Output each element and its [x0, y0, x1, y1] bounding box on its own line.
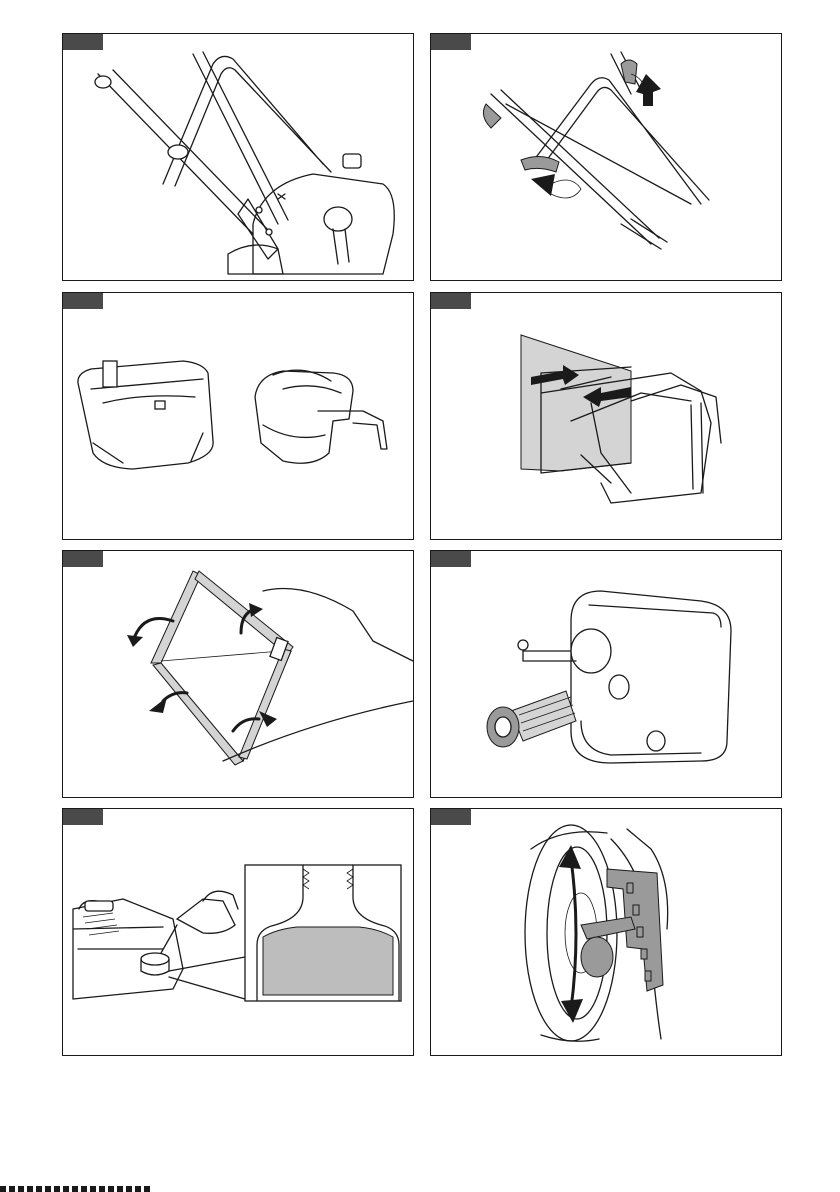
frame-folding-icon: [63, 551, 414, 798]
panel-cable-lever: [430, 33, 782, 281]
panel-handle-assembly: [62, 33, 414, 281]
panel-air-filter-removal: [430, 550, 782, 798]
page-footer-mark: [0, 1186, 150, 1192]
wheel-height-icon: [431, 809, 782, 1056]
grass-box-icon: [63, 293, 414, 540]
handle-assembly-icon: [63, 34, 414, 281]
bag-frame-icon: [431, 293, 782, 540]
panel-frame-folding: [62, 550, 414, 798]
cable-lever-icon: [431, 34, 782, 281]
panel-bag-frame-insert: [430, 292, 782, 540]
panel-oil-filling: [62, 808, 414, 1056]
panel-grass-box-halves: [62, 292, 414, 540]
air-filter-icon: [431, 551, 782, 798]
panel-wheel-height-adjust: [430, 808, 782, 1056]
oil-filling-icon: [63, 809, 414, 1056]
